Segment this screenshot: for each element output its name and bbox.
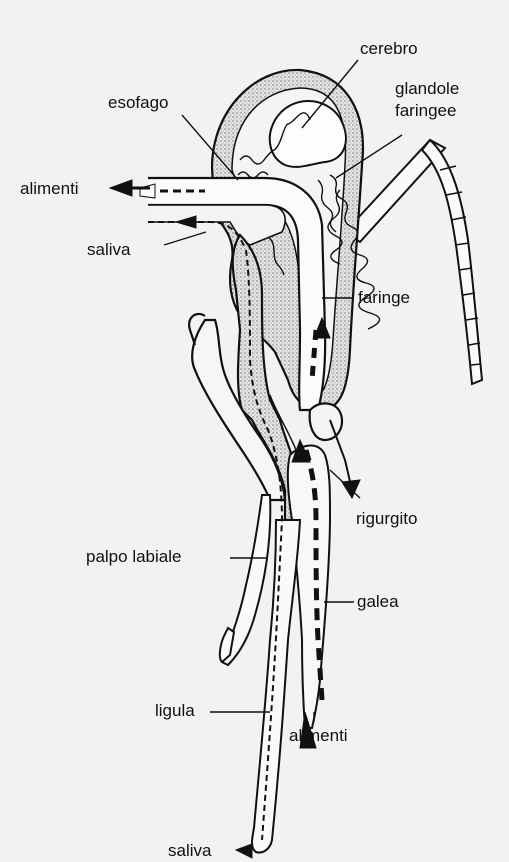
antenna [345, 140, 482, 384]
label-esofago: esofago [108, 94, 169, 111]
label-alimenti-bottom: alimenti [289, 727, 348, 744]
label-cerebro: cerebro [360, 40, 418, 57]
label-galea: galea [357, 593, 399, 610]
arrow-saliva-out [236, 844, 252, 858]
label-palpo-labiale: palpo labiale [86, 548, 181, 565]
brain [270, 101, 346, 167]
label-faringe: faringe [358, 289, 410, 306]
label-saliva-bottom: saliva [168, 842, 211, 859]
label-ligula: ligula [155, 702, 195, 719]
labial-palp [220, 495, 271, 665]
label-glandole-1: glandole [395, 80, 459, 97]
label-rigurgito: rigurgito [356, 510, 417, 527]
label-alimenti-top: alimenti [20, 180, 79, 197]
label-saliva-top: saliva [87, 241, 130, 258]
label-glandole-2: faringee [395, 102, 456, 119]
